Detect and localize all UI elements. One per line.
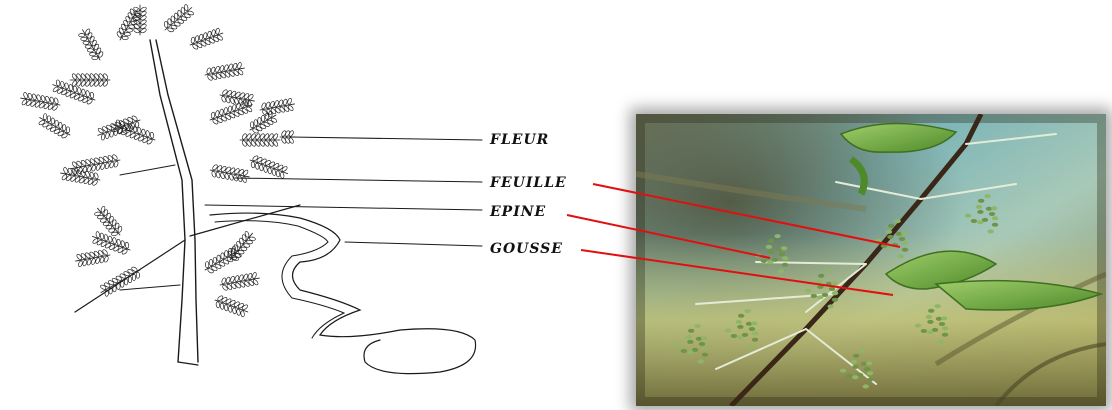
label-epine: EPINE [490, 204, 546, 220]
label-gousse: GOUSSE [490, 241, 563, 257]
pointer-feuille [593, 184, 900, 247]
label-fleur: FLEUR [490, 132, 549, 148]
label-feuille: FEUILLE [490, 175, 567, 191]
pointer-gousse [581, 250, 893, 295]
